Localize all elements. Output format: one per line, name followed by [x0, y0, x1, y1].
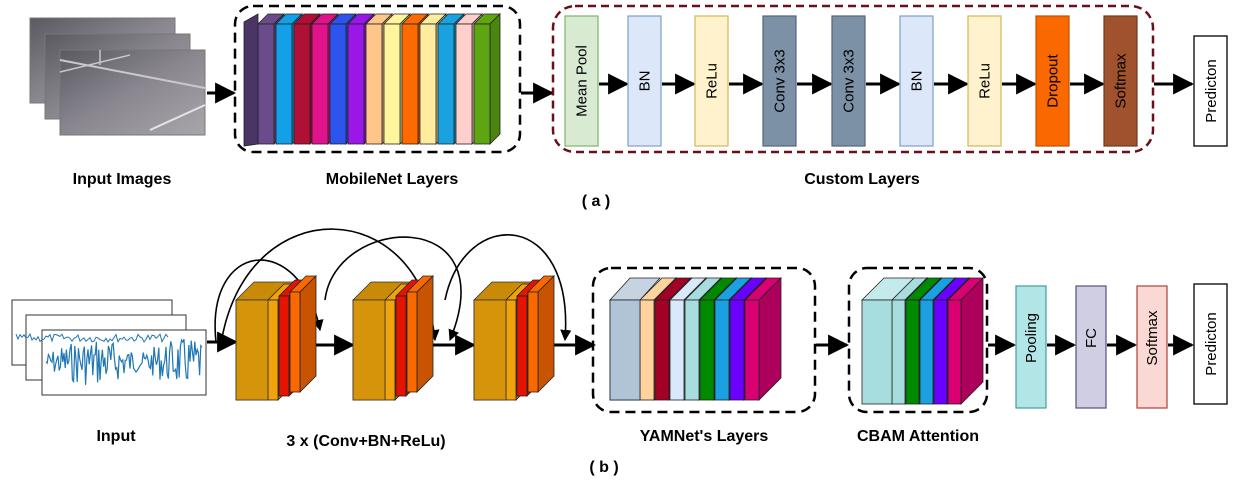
cbam-layers — [861, 277, 984, 405]
conv-bn-relu-block — [352, 275, 434, 401]
conv-bn-relu-blocks — [235, 275, 555, 401]
head-layers: Pooling FC Softmax — [988, 285, 1195, 409]
yamnet-layers — [609, 277, 782, 401]
panel-b: Input 3 x (Conv+BN+ReLu) YAMNet's Layers… — [11, 228, 1228, 476]
head-layer-label: Softmax — [1144, 310, 1161, 366]
mobilenet-label: MobileNet Layers — [326, 171, 459, 188]
conv-slab — [406, 275, 434, 393]
caption-a: ( a ) — [582, 193, 610, 210]
custom-layer-block: BN — [627, 15, 662, 147]
conv-slab — [527, 275, 555, 393]
custom-layer-label: Mean Pool — [574, 45, 591, 117]
input-images-label: Input Images — [73, 171, 172, 188]
prediction-label-a: Predicton — [1203, 59, 1220, 122]
custom-layer-label: BN — [909, 71, 926, 92]
caption-b: ( b ) — [589, 459, 618, 476]
custom-layer-block: ReLu — [967, 15, 1002, 147]
prediction-box-b — [1193, 283, 1228, 405]
custom-layer-block: Conv 3x3 — [762, 15, 797, 147]
head-layer-label: Pooling — [1023, 313, 1040, 363]
custom-layer-block: Mean Pool — [564, 15, 599, 147]
conv-bn-relu-block — [473, 275, 555, 401]
custom-layers-label: Custom Layers — [804, 171, 920, 188]
custom-layer-label: Conv 3x3 — [841, 49, 858, 112]
custom-layer-block: BN — [899, 15, 934, 147]
input-image-frame — [59, 49, 206, 136]
custom-layer-block: Conv 3x3 — [831, 15, 866, 147]
mobilenet-layer-wedge — [243, 13, 259, 147]
prediction-box-a — [1193, 35, 1228, 147]
custom-layer-label: BN — [637, 71, 654, 92]
cbam-layer-slab — [947, 277, 984, 405]
conv-slab — [289, 275, 317, 393]
panel-a: Input Images MobileNet Layers Mean Pool B… — [29, 4, 1228, 210]
custom-layer-label: Dropout — [1045, 53, 1062, 107]
yamnet-label: YAMNet's Layers — [640, 428, 769, 445]
custom-layer-label: ReLu — [704, 63, 721, 99]
head-layer-block: Softmax — [1136, 285, 1168, 409]
waveform-signal — [15, 332, 203, 385]
custom-layer-label: Softmax — [1113, 53, 1130, 109]
head-layer-block: Pooling — [1015, 285, 1047, 409]
head-layer-label: FC — [1083, 328, 1100, 348]
cbam-label: CBAM Attention — [857, 428, 979, 445]
cbam-group-box — [847, 266, 989, 414]
custom-layers: Mean Pool BN ReLu Conv 3x3 Conv 3x3 BN ReLu Dro… — [564, 15, 1138, 147]
mobilenet-layers — [243, 13, 501, 147]
waveform-line — [45, 338, 203, 385]
mobilenet-layer-slab — [473, 13, 501, 145]
input-waveform-stack — [11, 299, 207, 396]
conv-label: 3 x (Conv+BN+ReLu) — [286, 433, 445, 450]
custom-layers-group-box — [551, 4, 1155, 154]
yamnet-front-face — [609, 299, 641, 401]
custom-layer-label: ReLu — [977, 63, 994, 99]
yamnet-layer-slab — [744, 277, 782, 401]
waveform-line-back — [15, 332, 169, 344]
custom-layer-block: ReLu — [694, 15, 729, 147]
input-label: Input — [96, 428, 136, 445]
custom-layer-block: Dropout — [1035, 15, 1070, 147]
prediction-label-b: Predicton — [1203, 312, 1220, 375]
head-layer-block: FC — [1075, 285, 1107, 409]
custom-layer-label: Conv 3x3 — [772, 49, 789, 112]
cbam-front-face — [861, 299, 893, 405]
custom-layer-block: Softmax — [1103, 15, 1138, 147]
conv-bn-relu-block — [235, 275, 317, 401]
input-images-stack — [29, 17, 206, 136]
